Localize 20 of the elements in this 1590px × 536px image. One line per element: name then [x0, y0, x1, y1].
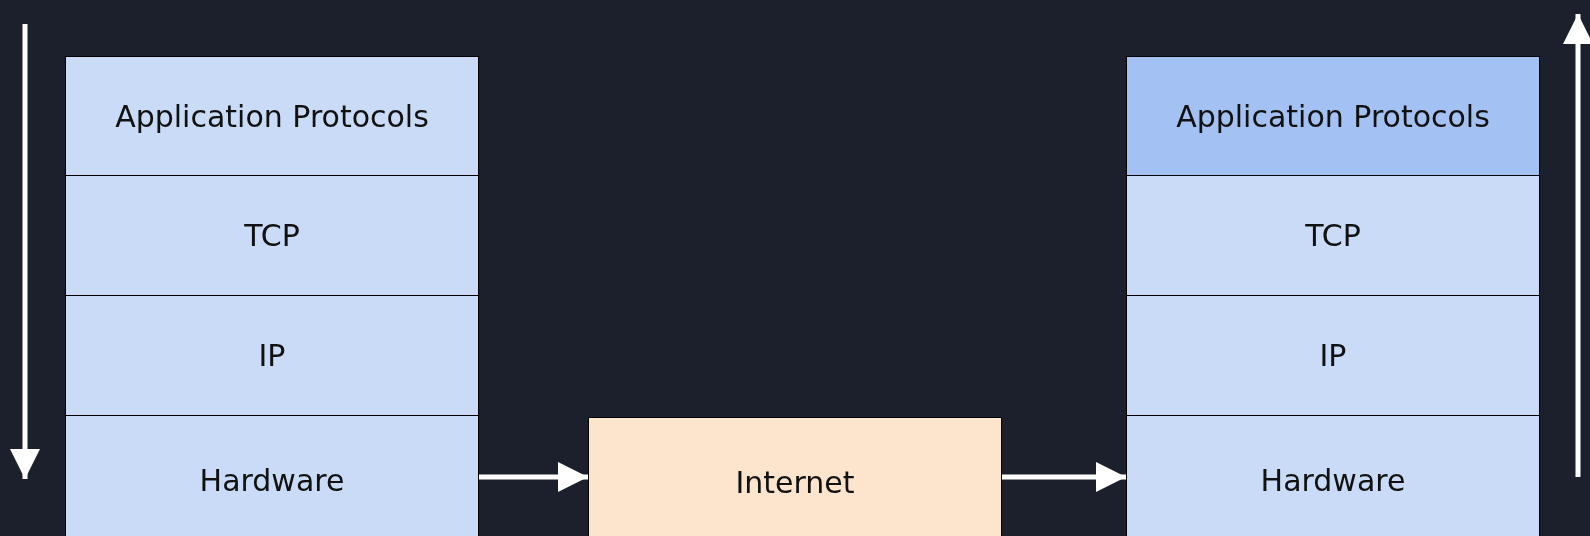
layer-box — [65, 56, 479, 176]
layer-box — [1126, 295, 1540, 416]
arrow — [1002, 462, 1126, 492]
layer-box — [1126, 415, 1540, 536]
layer-box — [65, 175, 479, 296]
layer-box — [65, 415, 479, 536]
layer-label: Hardware — [199, 462, 345, 498]
layer-box — [588, 417, 1002, 536]
layer-box — [65, 295, 479, 416]
layer-label: TCP — [244, 218, 300, 253]
layer-label: IP — [1319, 338, 1347, 373]
layer-label: IP — [258, 338, 286, 373]
layer-label: Hardware — [1260, 462, 1406, 498]
arrow — [479, 462, 588, 492]
layer-label: Application Protocols — [1176, 98, 1490, 134]
layer-label: Internet — [735, 464, 855, 500]
layer-box — [1126, 175, 1540, 296]
layer-box — [1126, 56, 1540, 176]
layer-label: TCP — [1305, 218, 1361, 253]
layer-label: Application Protocols — [115, 98, 429, 134]
